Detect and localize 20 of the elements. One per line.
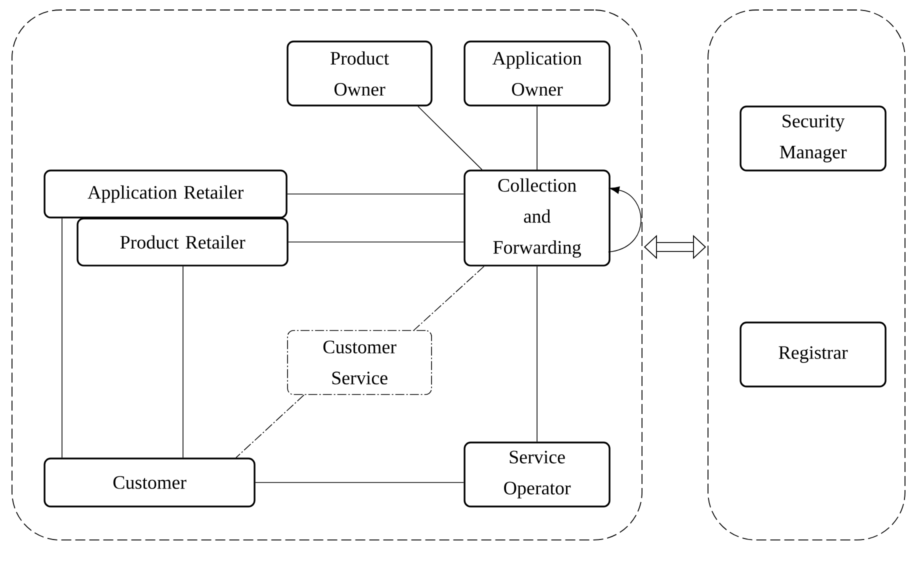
process-box: Registrar <box>740 322 886 388</box>
process-box: Service Operator <box>464 442 610 508</box>
connector-line <box>536 106 538 170</box>
connector-line <box>236 394 304 458</box>
connector-line <box>418 106 482 170</box>
connector-line <box>182 266 184 458</box>
process-box: Application Owner <box>464 40 610 106</box>
dashed-region <box>12 10 642 540</box>
connector-line <box>414 266 484 331</box>
process-box: Security Manager <box>740 106 886 172</box>
connector-line <box>255 482 464 483</box>
dashed-region <box>708 10 906 540</box>
process-box: Product Retailer <box>76 218 288 266</box>
process-box: Collection and Forwarding <box>464 170 610 266</box>
connector-line <box>536 266 538 442</box>
process-box: Customer Service <box>287 330 432 395</box>
process-box: Product Owner <box>286 40 432 106</box>
process-box: Application Retailer <box>44 170 288 218</box>
process-box: Customer <box>44 458 256 508</box>
loop-arrow <box>608 186 642 252</box>
